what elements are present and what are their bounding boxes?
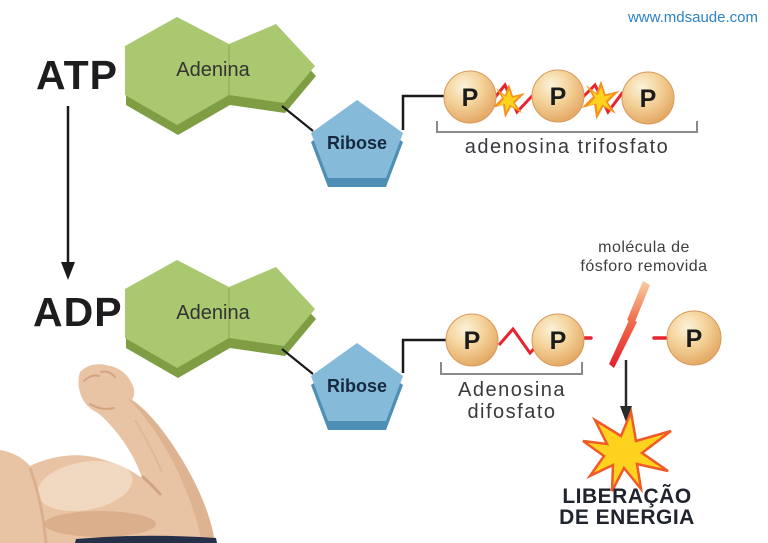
atp-to-adp-arrow — [61, 106, 75, 280]
ribose-shape-atp — [311, 100, 403, 187]
phosphate-label: P — [640, 85, 657, 113]
phosphate-sphere-2-atp: P — [531, 69, 585, 123]
phosphate-label: P — [550, 83, 567, 111]
ribose-phosphate-bond-atp — [401, 94, 446, 130]
ribose-shape-adp — [311, 343, 403, 430]
adenine-label-atp: Adenina — [176, 59, 250, 81]
phosphate-sphere-3-atp: P — [621, 71, 675, 125]
ribose-phosphate-bond-adp — [401, 338, 448, 373]
svg-text:LIBERAÇÃO: LIBERAÇÃO — [562, 485, 691, 508]
adenine-shape-adp — [125, 260, 316, 378]
high-energy-bond-1-atp — [490, 82, 535, 118]
svg-text:fósforo removida: fósforo removida — [580, 258, 707, 275]
adp-label: ADP — [33, 289, 123, 335]
diphosphate-caption-line2: difosfato — [467, 401, 556, 423]
svg-text:DE ENERGIA: DE ENERGIA — [559, 506, 695, 529]
phosphate-sphere-1-atp: P — [443, 70, 497, 124]
bond-spark-icon — [581, 80, 620, 120]
adenine-ribose-bond-atp — [281, 105, 314, 132]
adenine-shape-atp — [125, 17, 316, 135]
ribose-label-adp: Ribose — [327, 376, 387, 396]
lightning-bolt-icon — [609, 281, 650, 368]
diphosphate-caption-line1: Adenosina — [458, 379, 566, 401]
diphosphate-bracket — [440, 362, 583, 375]
bicep-arm-photo — [0, 364, 217, 543]
removed-phosphate-sphere: P — [666, 310, 722, 366]
phosphate-sphere-2-adp: P — [531, 313, 585, 367]
triphosphate-caption: adenosina trifosfato — [465, 136, 670, 158]
phosphate-sphere-1-adp: P — [445, 313, 499, 367]
phosphate-label: P — [464, 327, 481, 355]
atp-label: ATP — [36, 52, 118, 98]
phosphate-label: P — [462, 84, 479, 112]
energy-caption: LIBERAÇÃO DE ENERGIA — [559, 485, 695, 529]
svg-text:molécula de: molécula de — [598, 239, 690, 256]
phosphate-label: P — [550, 327, 567, 355]
triphosphate-bracket — [436, 121, 698, 133]
adenine-ribose-bond-adp — [281, 348, 314, 375]
adenine-label-adp: Adenina — [176, 302, 250, 324]
bond-spark-icon — [492, 84, 525, 118]
energy-burst-icon — [582, 407, 672, 494]
ribose-label-atp: Ribose — [327, 133, 387, 153]
watermark-url: www.mdsaude.com — [627, 9, 758, 26]
high-energy-bond-2-atp — [580, 80, 625, 120]
removed-phosphate-note: molécula de fósforo removida — [580, 239, 707, 275]
energy-arrow — [620, 360, 632, 422]
phosphate-label: P — [686, 325, 703, 353]
